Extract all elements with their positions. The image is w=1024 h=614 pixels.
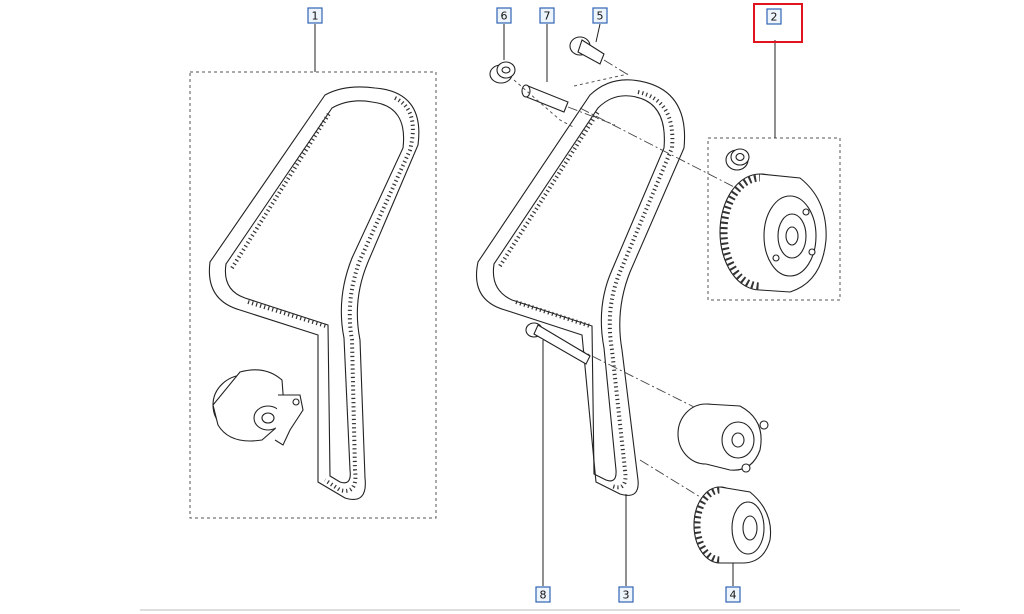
callout-label-3: 3 — [623, 589, 630, 602]
callout-label-5: 5 — [597, 10, 604, 23]
callout-label-2: 2 — [771, 11, 778, 24]
crankshaft-sprocket-part-4 — [693, 486, 772, 586]
callout-4[interactable]: 4 — [725, 586, 741, 603]
callout-5[interactable]: 5 — [592, 7, 608, 24]
callout-label-1: 1 — [312, 10, 319, 23]
callout-label-4: 4 — [730, 589, 737, 602]
timing-belt-kit-icon — [208, 86, 420, 500]
selected-callout-highlight — [753, 3, 803, 43]
callout-label-7: 7 — [544, 10, 551, 23]
callout-label-6: 6 — [501, 10, 508, 23]
idler-pulley-icon — [677, 403, 769, 473]
kit-group-1 — [189, 24, 437, 519]
callout-2[interactable]: 2 — [766, 8, 782, 25]
camshaft-sprocket-group-2 — [707, 40, 841, 301]
bolt-part-8 — [525, 322, 591, 586]
callout-1[interactable]: 1 — [307, 7, 323, 24]
callout-6[interactable]: 6 — [496, 7, 512, 24]
timing-belt-main-icon — [476, 79, 686, 496]
sprocket-frame — [707, 137, 841, 301]
callout-7[interactable]: 7 — [539, 7, 555, 24]
kit-frame — [189, 71, 437, 519]
tensioner-pulley-icon — [212, 369, 304, 446]
nut-part-6 — [489, 24, 516, 84]
callout-label-8: 8 — [540, 589, 547, 602]
callout-3[interactable]: 3 — [618, 586, 634, 603]
stud-part-7 — [521, 24, 616, 126]
callout-8[interactable]: 8 — [535, 586, 551, 603]
camshaft-sprocket-icon — [719, 173, 827, 293]
bolt-part-5 — [569, 23, 631, 77]
